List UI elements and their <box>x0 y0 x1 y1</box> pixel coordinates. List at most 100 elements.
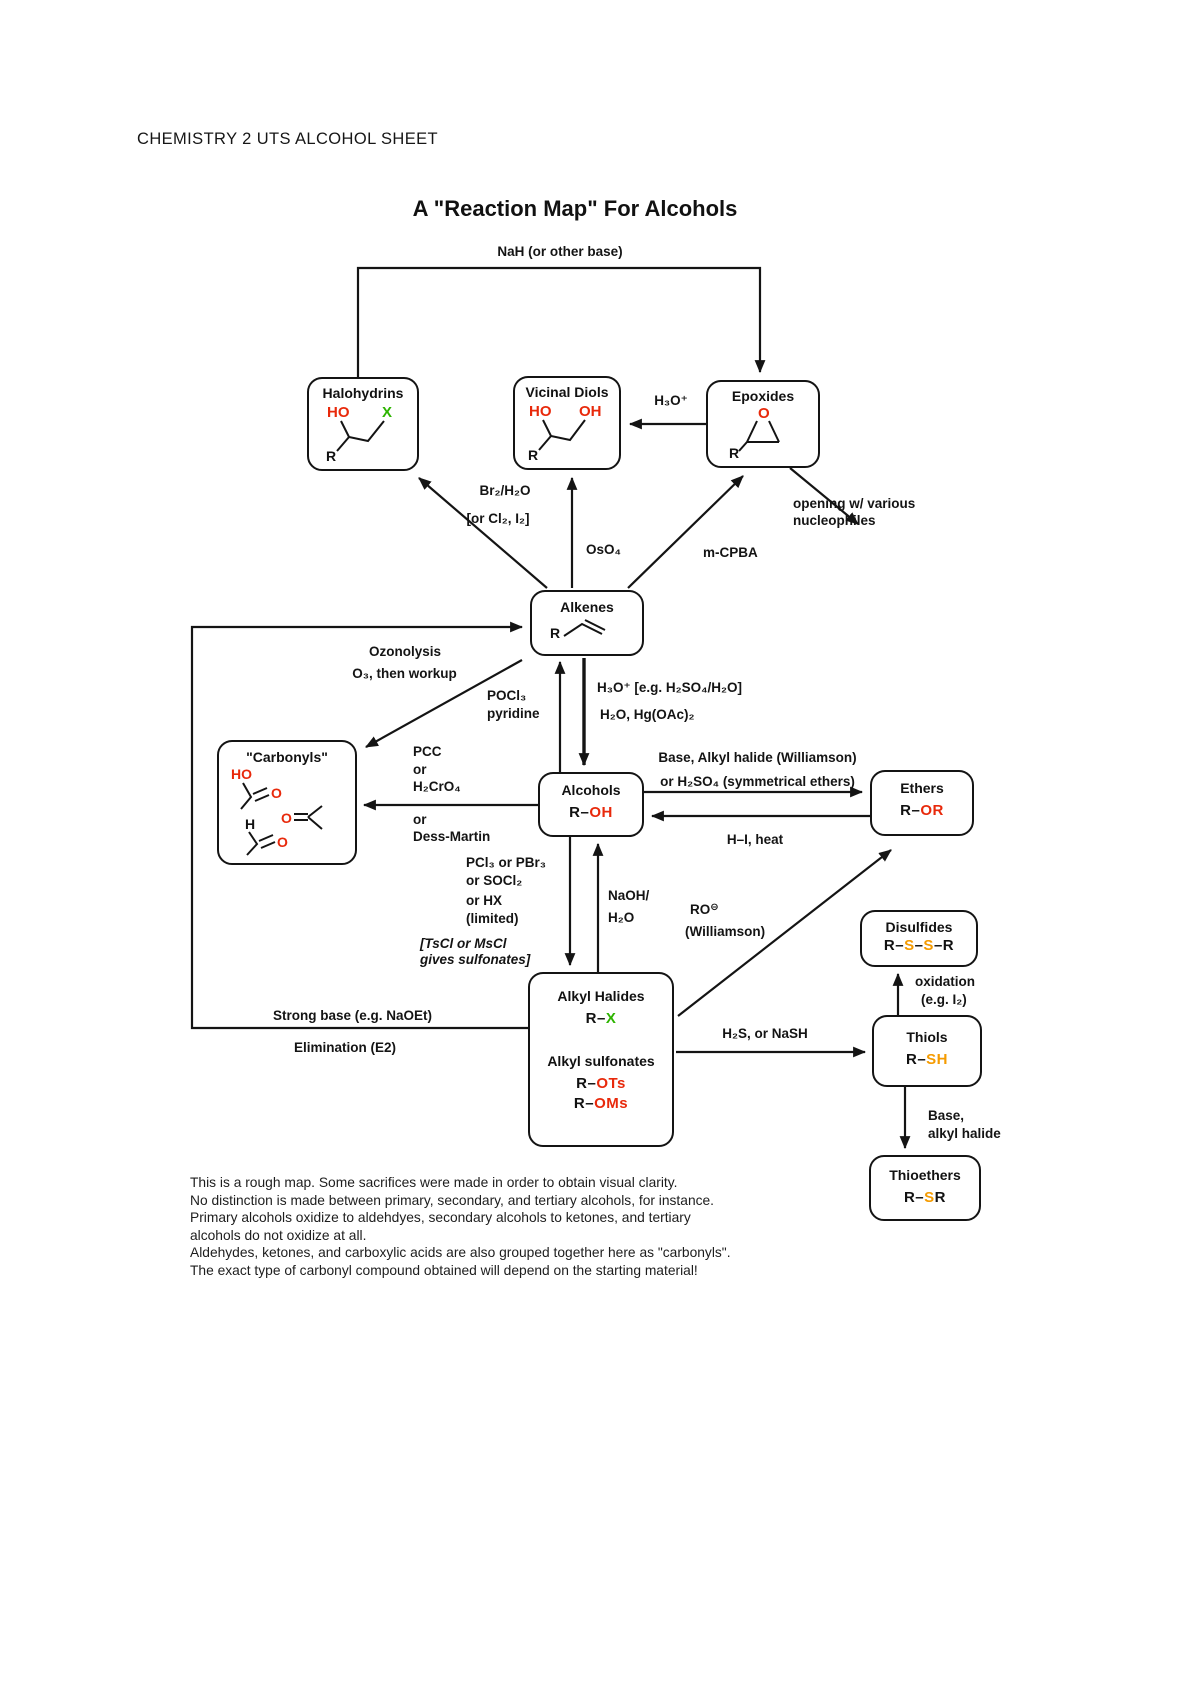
box-thiols: Thiols R–SH <box>872 1015 982 1087</box>
footnote-line: The exact type of carbonyl compound obta… <box>190 1262 698 1278</box>
label-pocl3: POCl₃ <box>487 688 527 703</box>
label-elimination-e2: Elimination (E2) <box>293 1040 396 1055</box>
tosylate-formula: R–OTs <box>576 1075 626 1092</box>
disulfide-formula: R–S–S–R <box>883 937 955 954</box>
epoxide-structure: O R <box>729 405 780 460</box>
ether-formula: R–OR <box>900 802 944 819</box>
box-title: Thioethers <box>889 1167 961 1183</box>
box-alcohols: Alcohols R–OH <box>538 772 644 837</box>
alcohol-formula: R–OH <box>569 804 613 821</box>
label-or-cl2-i2: [or Cl₂, I₂] <box>466 511 530 526</box>
label-oxidation-i2: (e.g. I₂) <box>921 992 967 1007</box>
alkene-structure: R <box>550 619 606 641</box>
ketone-o-label: O <box>281 810 292 826</box>
label-hi-heat: H–I, heat <box>726 832 784 847</box>
diol-structure: HO OH R <box>528 403 602 462</box>
box-title: Alcohols <box>561 782 621 798</box>
label-o3-workup: O₃, then workup <box>352 666 457 681</box>
arrow-epoxide-opening <box>789 467 859 525</box>
label-hydration-acid: H₃O⁺ [e.g. H₂SO₄/H₂O] <box>597 680 743 695</box>
label-h2cro4: H₂CrO₄ <box>413 779 461 794</box>
page-header: CHEMISTRY 2 UTS ALCOHOL SHEET <box>137 130 439 148</box>
acid-ho-label: HO <box>231 766 252 782</box>
box-ethers: Ethers R–OR <box>870 770 974 836</box>
arrow-ro-williamson <box>677 849 892 1017</box>
diagram-title: A "Reaction Map" For Alcohols <box>412 196 738 221</box>
label-limited: (limited) <box>466 911 519 926</box>
box-title: Alkenes <box>560 599 614 615</box>
label-williamson: Base, Alkyl halide (Williamson) <box>658 750 857 765</box>
label-strong-base: Strong base (e.g. NaOEt) <box>272 1008 433 1023</box>
label-ozonolysis: Ozonolysis <box>368 644 441 659</box>
aldehyde-o-label: O <box>277 834 288 850</box>
label-gives-sulfonates: gives sulfonates] <box>420 952 531 967</box>
label-ro-williamson: (Williamson) <box>685 924 766 939</box>
mesylate-formula: R–OMs <box>573 1095 629 1112</box>
footnote-line: Aldehydes, ketones, and carboxylic acids… <box>190 1245 731 1260</box>
label-naoh: NaOH/ <box>608 888 650 903</box>
label-base: Base, <box>928 1108 965 1123</box>
alkyl-halide-formula: R–X <box>585 1010 617 1027</box>
box-vicinal-diols: Vicinal Diols HO OH R <box>513 376 621 470</box>
aldehyde-h-label: H <box>245 816 255 832</box>
box-thioethers: Thioethers R–SR <box>869 1155 981 1221</box>
label-pyridine: pyridine <box>487 706 540 721</box>
label-h2s-nash: H₂S, or NaSH <box>722 1026 808 1041</box>
footnote-line: No distinction is made between primary, … <box>190 1192 715 1208</box>
label-mcpba: m-CPBA <box>703 545 758 560</box>
arrow-mcpba <box>627 475 744 589</box>
label-oso4: OsO₄ <box>586 542 621 557</box>
box-title: Epoxides <box>731 388 795 404</box>
box-alkenes: Alkenes R <box>530 590 644 656</box>
label-oxymercuration: H₂O, Hg(OAc)₂ <box>600 707 695 722</box>
label-pcc: PCC <box>413 744 442 759</box>
box-alkyl-halides: Alkyl Halides R–X Alkyl sulfonates R–OTs… <box>528 972 674 1147</box>
box-title: Alkyl Halides <box>557 988 645 1004</box>
label-br2-h2o: Br₂/H₂O <box>479 483 531 498</box>
label-oxidation: oxidation <box>915 974 975 989</box>
carbonyl-structures: HO O O H O <box>231 766 323 856</box>
box-disulfides: Disulfides R–S–S–R <box>860 910 978 967</box>
label-socl2: or SOCl₂ <box>466 873 523 888</box>
label-pcc-or: or <box>413 762 427 777</box>
label-dess-martin: Dess-Martin <box>413 829 491 844</box>
label-h3o-plus: H₃O⁺ <box>654 393 688 408</box>
arrow-ozonolysis <box>365 659 523 748</box>
thioether-formula: R–SR <box>903 1189 947 1206</box>
r-label: R <box>326 448 336 463</box>
footnote: This is a rough map. Some sacrifices wer… <box>190 1174 731 1279</box>
box-title: Thiols <box>906 1029 948 1045</box>
halohydrin-structure: HO X R <box>326 404 392 463</box>
box-carbonyls: "Carbonyls" HO O O H O <box>217 740 357 865</box>
oh-label: OH <box>579 403 602 420</box>
box-epoxides: Epoxides O R <box>706 380 820 468</box>
label-opening-line1: opening w/ various <box>793 496 916 511</box>
label-alkyl-halide: alkyl halide <box>928 1126 1001 1141</box>
box-title: Vicinal Diols <box>525 384 609 400</box>
label-tscl-mscl: [TsCl or MsCl <box>420 936 507 951</box>
footnote-line: alcohols do not oxidize at all. <box>190 1227 367 1243</box>
arrow-elimination-e2 <box>190 621 528 1030</box>
box-title: Ethers <box>900 780 944 796</box>
label-naoh-h2o: H₂O <box>608 910 635 925</box>
x-label: X <box>382 404 392 421</box>
label-h2so4-ethers: or H₂SO₄ (symmetrical ethers) <box>660 774 855 789</box>
label-opening-line2: nucleophiles <box>793 513 876 528</box>
ho-label: HO <box>327 404 350 421</box>
arrow-nah <box>356 266 766 377</box>
o-label: O <box>758 405 770 422</box>
thiol-formula: R–SH <box>905 1051 949 1068</box>
acid-o-label: O <box>271 785 282 801</box>
label-dm-or: or <box>413 812 427 827</box>
footnote-line: This is a rough map. Some sacrifices wer… <box>190 1175 678 1190</box>
arrow-br2 <box>418 477 548 589</box>
r-label: R <box>528 447 538 462</box>
ho-label: HO <box>529 403 552 420</box>
label-pcl3-pbr3: PCl₃ or PBr₃ <box>466 855 546 870</box>
box-title: "Carbonyls" <box>246 749 328 765</box>
r-label: R <box>729 445 739 460</box>
r-label: R <box>550 625 560 641</box>
label-ro-anion: RO⊖ <box>690 902 719 917</box>
